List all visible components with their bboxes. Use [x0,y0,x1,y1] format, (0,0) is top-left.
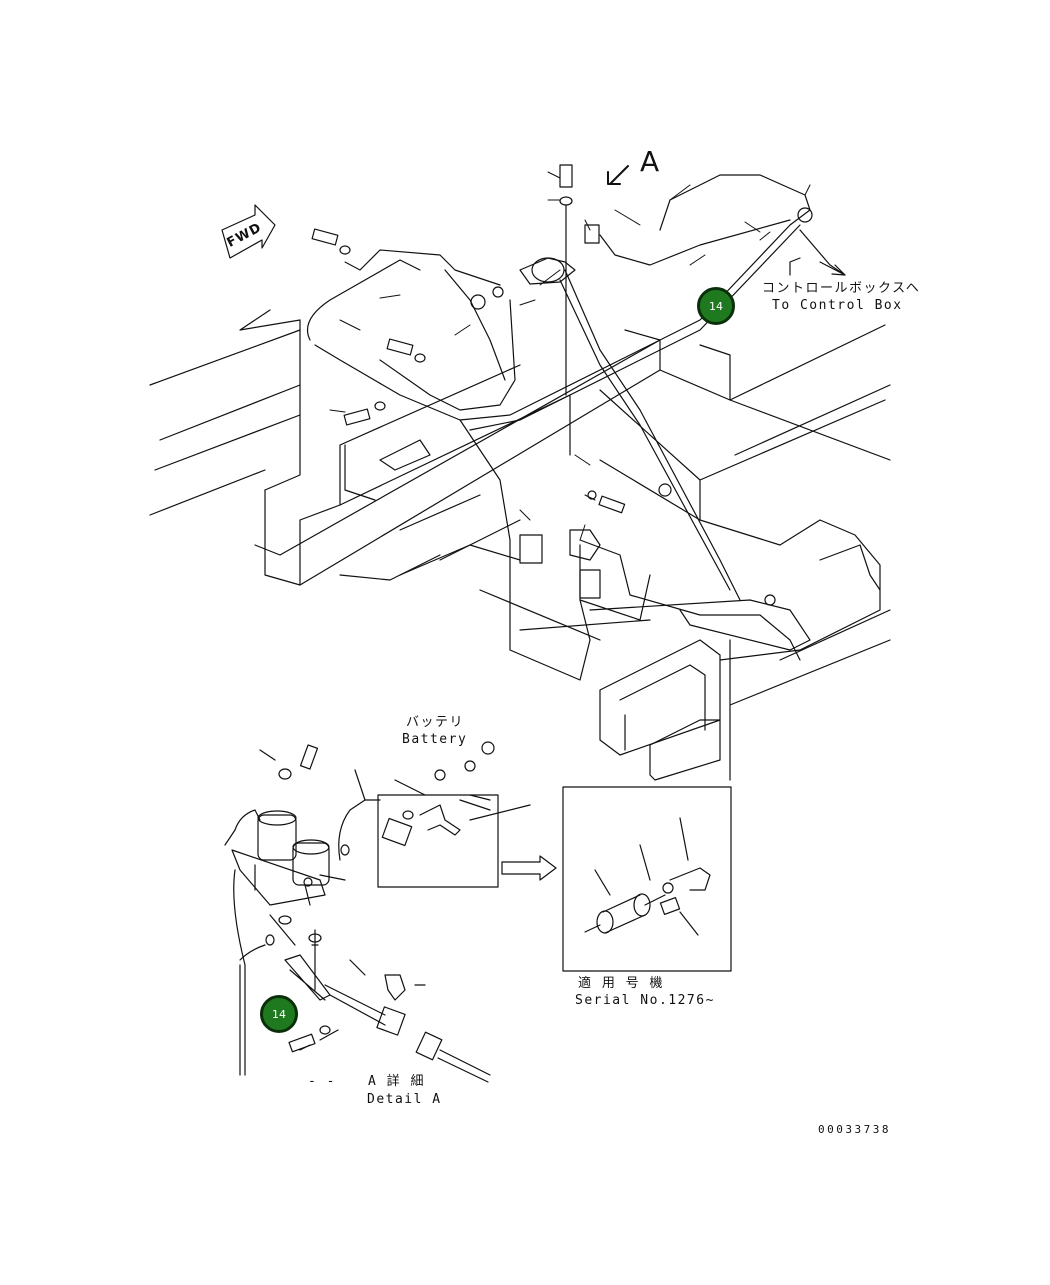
chassis-frame [149,309,891,781]
control-box-arrow-icon [789,257,846,276]
detail-inset-box [354,741,531,888]
drawing-number: 00033738 [818,1123,891,1136]
view-marker-letter: A [640,145,660,178]
leader-lines [329,171,811,541]
callout-14-bottom[interactable]: 14 [260,995,298,1033]
battery-relay-detail [224,744,491,1083]
serial-jp: 適 用 号 機 [578,976,664,991]
wiring-harness [306,174,846,681]
callout-14-top[interactable]: 14 [697,287,735,325]
detail-dash: - - [308,1074,336,1089]
to-control-box-en: To Control Box [772,298,903,313]
battery-jp: バッテリ [406,715,465,730]
hardware-top [311,164,813,606]
reference-arrow-icon [501,855,557,881]
view-arrow-icon [607,165,629,185]
detail-jp: A 詳 細 [368,1074,425,1089]
fwd-arrow [221,204,276,259]
serial-en: Serial No.1276~ [575,993,715,1008]
to-control-box-jp: コントロールボックスヘ [762,281,921,296]
detail-en: Detail A [367,1092,442,1107]
battery-en: Battery [402,732,468,747]
serial-inset-box [562,786,732,972]
